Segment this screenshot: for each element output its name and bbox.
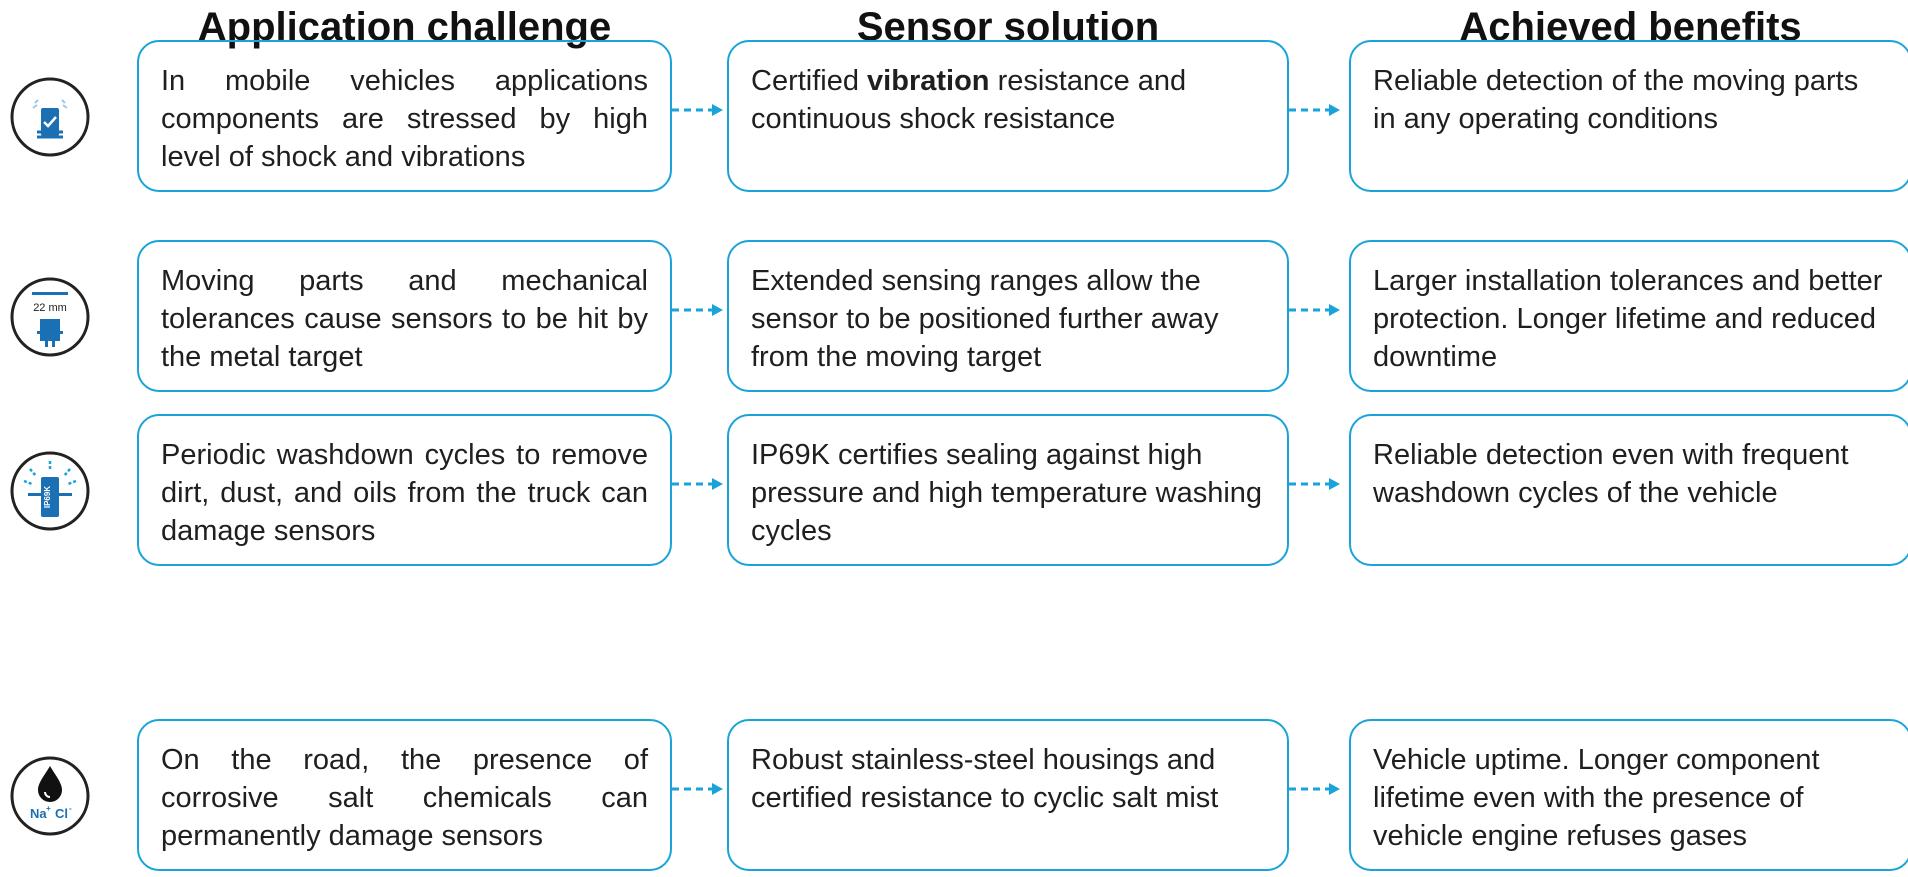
solution-box: Certified vibration resistance and conti… (727, 40, 1289, 192)
arrow-icon (672, 104, 723, 116)
challenge-text: Periodic washdown cycles to remove dirt,… (161, 439, 648, 547)
solution-text-post: resistance and continuous shock resistan… (751, 65, 1187, 135)
benefit-box: Vehicle uptime. Longer component lifetim… (1349, 719, 1908, 871)
arrow-icon (1289, 783, 1340, 795)
solution-box: Robust stainless-steel housings and cert… (727, 719, 1289, 871)
challenge-box: On the road, the presence of corrosive s… (137, 719, 672, 871)
arrow-icon (1289, 304, 1340, 316)
challenge-box: Moving parts and mechanical tolerances c… (137, 240, 672, 392)
benefit-box: Reliable detection of the moving parts i… (1349, 40, 1908, 192)
benefit-text: Reliable detection of the moving parts i… (1373, 65, 1859, 135)
solution-text-pre: Certified (751, 65, 868, 97)
icon-label-na-sup: + (46, 804, 51, 813)
challenge-box: Periodic washdown cycles to remove dirt,… (137, 414, 672, 566)
benefit-text: Vehicle uptime. Longer component lifetim… (1373, 744, 1820, 852)
solution-text: Extended sensing ranges allow the sensor… (751, 265, 1219, 373)
row-sensing-range: 22 mm Moving parts and mechanical tolera… (0, 240, 1908, 398)
solution-text: Robust stainless-steel housings and cert… (751, 744, 1219, 814)
benefit-text: Reliable detection even with frequent wa… (1373, 439, 1849, 509)
arrow-icon (1289, 478, 1340, 490)
solution-text: IP69K certifies sealing against high pre… (751, 439, 1263, 547)
challenge-box: In mobile vehicles applications componen… (137, 40, 672, 192)
icon-label-na: Na (30, 806, 47, 821)
icon-label: IP69K (43, 486, 52, 508)
arrow-icon (672, 783, 723, 795)
row-salt: Na + Cl - On the road, the presence of c… (0, 719, 1908, 877)
icon-label: 22 mm (33, 302, 67, 314)
benefit-text: Larger installation tolerances and bette… (1373, 265, 1883, 373)
challenge-text: Moving parts and mechanical tolerances c… (161, 265, 648, 373)
solution-box: IP69K certifies sealing against high pre… (727, 414, 1289, 566)
solution-box: Extended sensing ranges allow the sensor… (727, 240, 1289, 392)
row-washdown: IP69K Periodic washdown cycles to remove… (0, 414, 1908, 572)
arrow-icon (672, 304, 723, 316)
solution-text: Certified vibration resistance and conti… (751, 62, 1265, 138)
challenge-text: In mobile vehicles applications componen… (161, 65, 648, 173)
salt-drop-icon: Na + Cl - (10, 756, 90, 836)
icon-label-cl-sup: - (69, 804, 72, 813)
challenge-text: On the road, the presence of corrosive s… (161, 744, 648, 852)
benefit-box: Larger installation tolerances and bette… (1349, 240, 1908, 392)
benefit-box: Reliable detection even with frequent wa… (1349, 414, 1908, 566)
arrow-icon (1289, 104, 1340, 116)
vibration-sensor-icon (10, 77, 90, 157)
solution-text-bold: vibration (867, 65, 990, 97)
ip69k-washdown-icon: IP69K (10, 451, 90, 531)
sensing-range-icon: 22 mm (10, 277, 90, 357)
row-vibration: In mobile vehicles applications componen… (0, 40, 1908, 198)
icon-label-cl: Cl (55, 806, 68, 821)
arrow-icon (672, 478, 723, 490)
